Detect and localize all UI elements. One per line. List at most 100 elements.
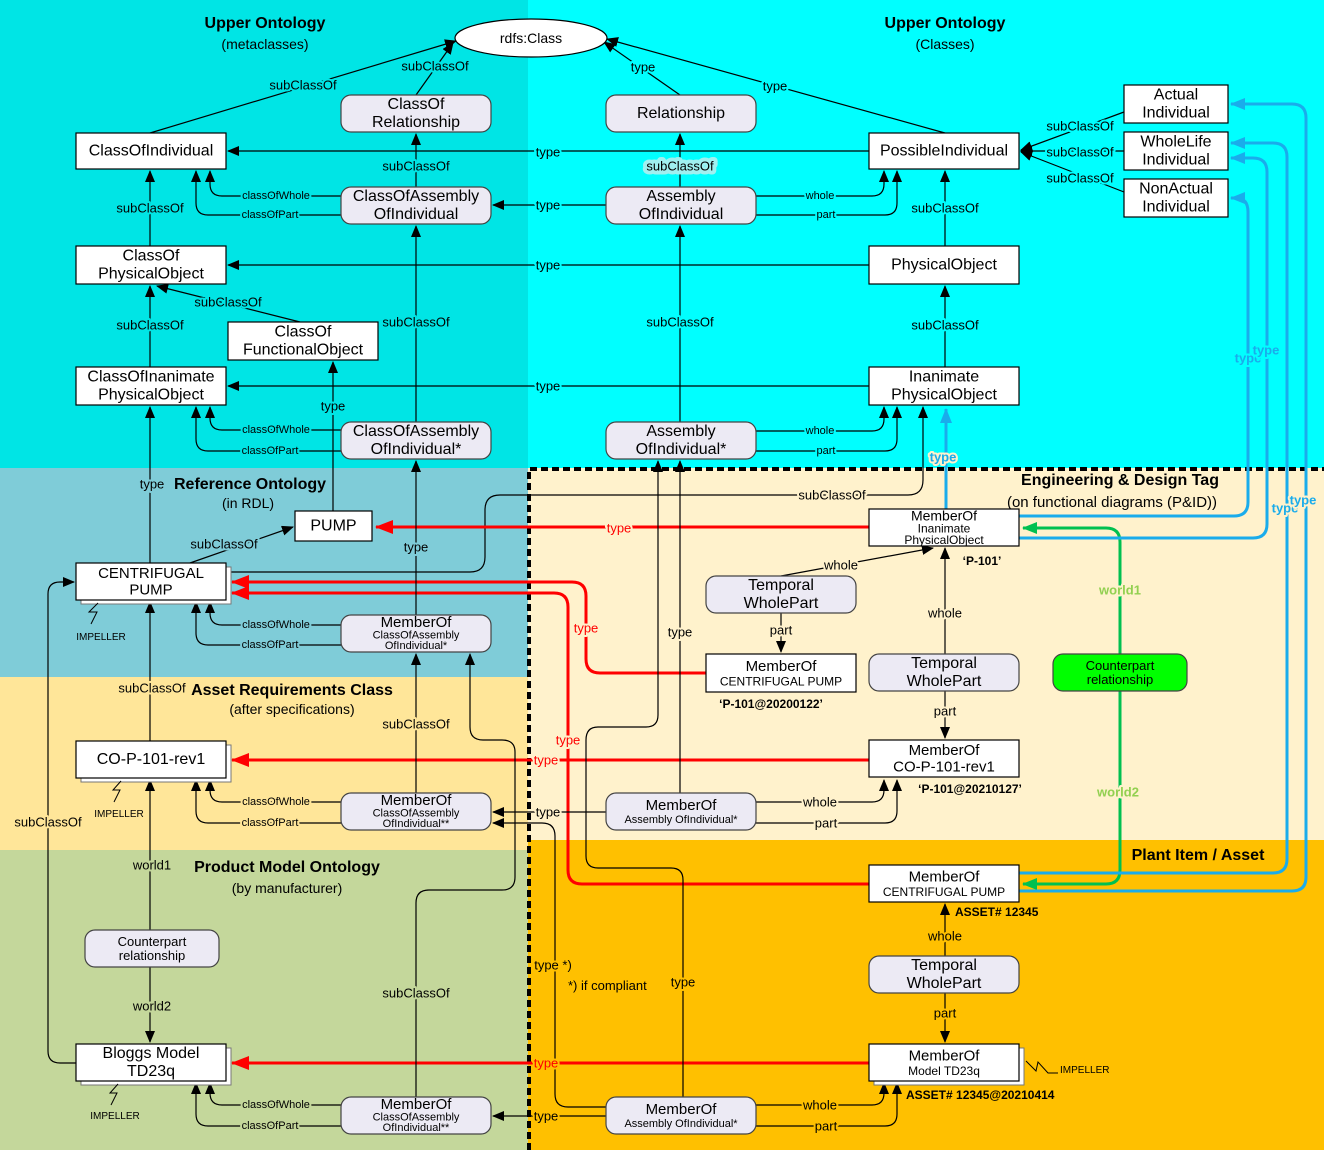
node-shape — [454, 18, 608, 58]
edge-subclassof-arrow — [1020, 111, 1125, 151]
edge-label-type: type — [1253, 343, 1280, 358]
node-label: Counterpart — [1086, 658, 1155, 673]
edge-label-type: type — [534, 1109, 559, 1124]
edge-label-subclassof: subClassOf — [190, 537, 258, 552]
node-shape — [868, 864, 1020, 903]
node-label: PhysicalObject — [904, 533, 984, 547]
node-label: MemberOf — [646, 1101, 718, 1118]
edge-label-whole: whole — [927, 606, 962, 621]
region-subtitle-engineering: (on functional diagrams (P&ID)) — [1007, 494, 1217, 511]
node-label: OfIndividual** — [383, 818, 450, 830]
region-subtitle-asset-requirements: (after specifications) — [229, 701, 354, 717]
edge-label-type: type — [607, 521, 632, 536]
node-label: Actual — [1154, 87, 1198, 104]
tag-label-p101: ‘P-101’ — [963, 554, 1002, 568]
region-title-upper-meta: Upper Ontology — [205, 15, 326, 32]
edge-label-type: type — [536, 145, 561, 160]
edge-label-subclassof: subClassOf — [911, 318, 979, 333]
compliance-note: *) if compliant — [568, 978, 647, 993]
edge-classofwhole-arrow — [205, 406, 341, 431]
edge-label-subclassof: subClassOf — [646, 159, 714, 174]
edge-subclassof-arrow — [47, 577, 76, 1064]
node-label: CENTRIFUGAL — [98, 565, 204, 582]
node-shape — [340, 186, 492, 225]
node-shape — [605, 186, 757, 225]
node-label: WholePart — [907, 673, 982, 690]
edge-label-classofpart: classOfPart — [242, 1120, 299, 1132]
node-shape — [605, 94, 757, 133]
node-label: Model TD23q — [908, 1064, 980, 1078]
edge-part-arrow — [756, 406, 902, 452]
node-label: ClassOfInanimate — [87, 369, 214, 386]
edge-label-subclassof: subClassOf — [911, 201, 979, 216]
node-label: OfIndividual* — [636, 441, 727, 458]
node-label: MemberOf — [381, 614, 453, 631]
region-subtitle-product-model: (by manufacturer) — [232, 880, 342, 896]
asset-number-label: ASSET# 12345 — [955, 905, 1039, 919]
node-label: Relationship — [637, 105, 725, 122]
edge-label-subclassof: subClassOf — [646, 315, 714, 330]
edge-subclassof-arrow — [156, 283, 301, 323]
edge-label-whole: whole — [823, 558, 858, 573]
edge-label-classofwhole: classOfWhole — [242, 424, 310, 436]
edge-label-whole: whole — [927, 929, 962, 944]
node-label: OfIndividual — [374, 206, 459, 223]
edge-label-type: type — [631, 60, 656, 75]
edge-label-type: type — [321, 399, 346, 414]
node-shape — [705, 575, 857, 614]
edge-label-type: type — [556, 733, 581, 748]
edge-label-type: type — [536, 258, 561, 273]
edge-label-whole: whole — [802, 795, 837, 810]
edge-world1-arrow — [1022, 522, 1122, 654]
region-title-engineering: Engineering & Design Tag — [1021, 472, 1219, 489]
node-shape — [868, 739, 1020, 778]
node-shape — [1123, 178, 1229, 218]
edge-label-classofwhole: classOfWhole — [242, 1099, 310, 1111]
edge-classofwhole-arrow — [205, 601, 341, 626]
region-title-asset-requirements: Asset Requirements Class — [191, 682, 393, 699]
edge-label-classofpart: classOfPart — [242, 817, 299, 829]
edge-subclassof-arrow — [189, 525, 294, 564]
node-shape — [868, 508, 1020, 547]
node-label: WholePart — [907, 975, 982, 992]
annotations: ‘P-101’ ‘P-101@20200122’ ‘P-101@20210127… — [76, 554, 1109, 1122]
node-co-p-101: CO-P-101-rev1 — [75, 740, 232, 783]
node-shape — [340, 792, 492, 831]
edge-label-type: type — [763, 79, 788, 94]
region-titles: Upper Ontology (metaclasses) Upper Ontol… — [174, 15, 1265, 896]
node-label: MemberOf — [746, 658, 818, 675]
edge-label-classofpart: classOfPart — [242, 639, 299, 651]
node-label: CENTRIFUGAL PUMP — [720, 674, 842, 688]
edge-label-whole: whole — [805, 190, 835, 202]
node-label: relationship — [1087, 672, 1154, 687]
edge-whole-arrow — [756, 170, 889, 197]
edge-label-classofwhole: classOfWhole — [242, 190, 310, 202]
node-label: Assembly OfIndividual* — [624, 1118, 738, 1130]
node-shape — [340, 1096, 492, 1135]
impeller-part-icon — [111, 780, 122, 803]
edge-label-world2: world2 — [1096, 785, 1139, 800]
node-label: Inanimate — [909, 369, 979, 386]
impeller-label: IMPELLER — [94, 809, 143, 820]
node-label: OfIndividual* — [371, 441, 462, 458]
edge-label-world1: world1 — [1098, 583, 1141, 598]
node-relationship: Relationship — [605, 94, 757, 133]
node-label: WholePart — [744, 595, 819, 612]
node-label: OfIndividual* — [385, 640, 448, 652]
node-label: Assembly — [646, 423, 715, 440]
node-label: Temporal — [911, 957, 977, 974]
impeller-label: IMPELLER — [90, 1111, 139, 1122]
